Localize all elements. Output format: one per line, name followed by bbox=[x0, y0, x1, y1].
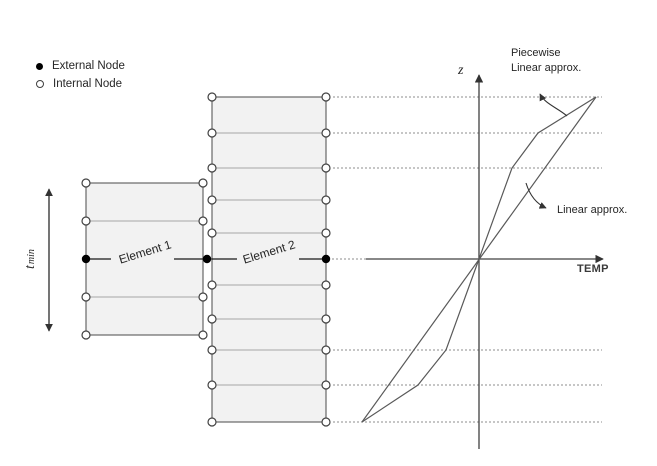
internal-nodes bbox=[81, 92, 331, 427]
external-node-icon bbox=[321, 254, 331, 264]
internal-node-icon bbox=[321, 228, 331, 238]
external-node-icon bbox=[36, 62, 43, 70]
internal-node-icon bbox=[321, 314, 331, 324]
element-2-box bbox=[211, 96, 327, 423]
reference-dotted-lines bbox=[332, 96, 602, 423]
internal-node-icon bbox=[321, 280, 331, 290]
internal-node-icon bbox=[321, 128, 331, 138]
internal-node-icon bbox=[207, 417, 217, 427]
internal-node-icon bbox=[321, 380, 331, 390]
internal-node-icon bbox=[207, 163, 217, 173]
internal-node-icon bbox=[198, 292, 208, 302]
internal-node-icon bbox=[198, 330, 208, 340]
internal-node-icon bbox=[81, 178, 91, 188]
piecewise-annotation-line1: Piecewise bbox=[511, 47, 561, 59]
legend-label: Internal Node bbox=[53, 78, 123, 90]
legend-label: External Node bbox=[52, 60, 125, 72]
internal-node-icon bbox=[207, 195, 217, 205]
piecewise-leader-arrow bbox=[539, 93, 568, 117]
internal-node-icon bbox=[207, 228, 217, 238]
internal-node-icon bbox=[198, 178, 208, 188]
internal-node-icon bbox=[207, 314, 217, 324]
piecewise-linear-approx-line bbox=[361, 96, 597, 423]
internal-node-icon bbox=[207, 92, 217, 102]
internal-node-icon bbox=[81, 216, 91, 226]
internal-node-icon bbox=[81, 330, 91, 340]
linear-annotation: Linear approx. bbox=[557, 204, 628, 216]
external-node-icon bbox=[81, 254, 91, 264]
external-nodes bbox=[81, 254, 331, 264]
internal-node-icon bbox=[321, 345, 331, 355]
z-axis-label: z bbox=[458, 63, 464, 78]
internal-node-icon bbox=[81, 292, 91, 302]
legend-item-external-node: External Node bbox=[36, 58, 125, 74]
legend-item-internal-node: Internal Node bbox=[36, 76, 122, 92]
element-1-box bbox=[85, 182, 212, 336]
internal-node-icon bbox=[207, 380, 217, 390]
piecewise-annotation-line2: Linear approx. bbox=[511, 62, 582, 74]
internal-node-icon bbox=[207, 128, 217, 138]
tmin-base: t bbox=[23, 265, 38, 269]
tmin-subscript: min bbox=[25, 249, 37, 265]
internal-node-icon bbox=[321, 195, 331, 205]
linear-leader-arrow bbox=[525, 182, 547, 209]
temp-axis-label: TEMP bbox=[577, 263, 609, 275]
internal-node-icon bbox=[321, 417, 331, 427]
piecewise-annotation: Piecewise Linear approx. bbox=[511, 46, 581, 76]
internal-node-icon bbox=[207, 345, 217, 355]
internal-node-icon bbox=[198, 216, 208, 226]
external-node-icon bbox=[202, 254, 212, 264]
internal-node-icon bbox=[207, 280, 217, 290]
internal-node-icon bbox=[36, 80, 44, 88]
internal-node-icon bbox=[321, 163, 331, 173]
internal-node-icon bbox=[321, 92, 331, 102]
